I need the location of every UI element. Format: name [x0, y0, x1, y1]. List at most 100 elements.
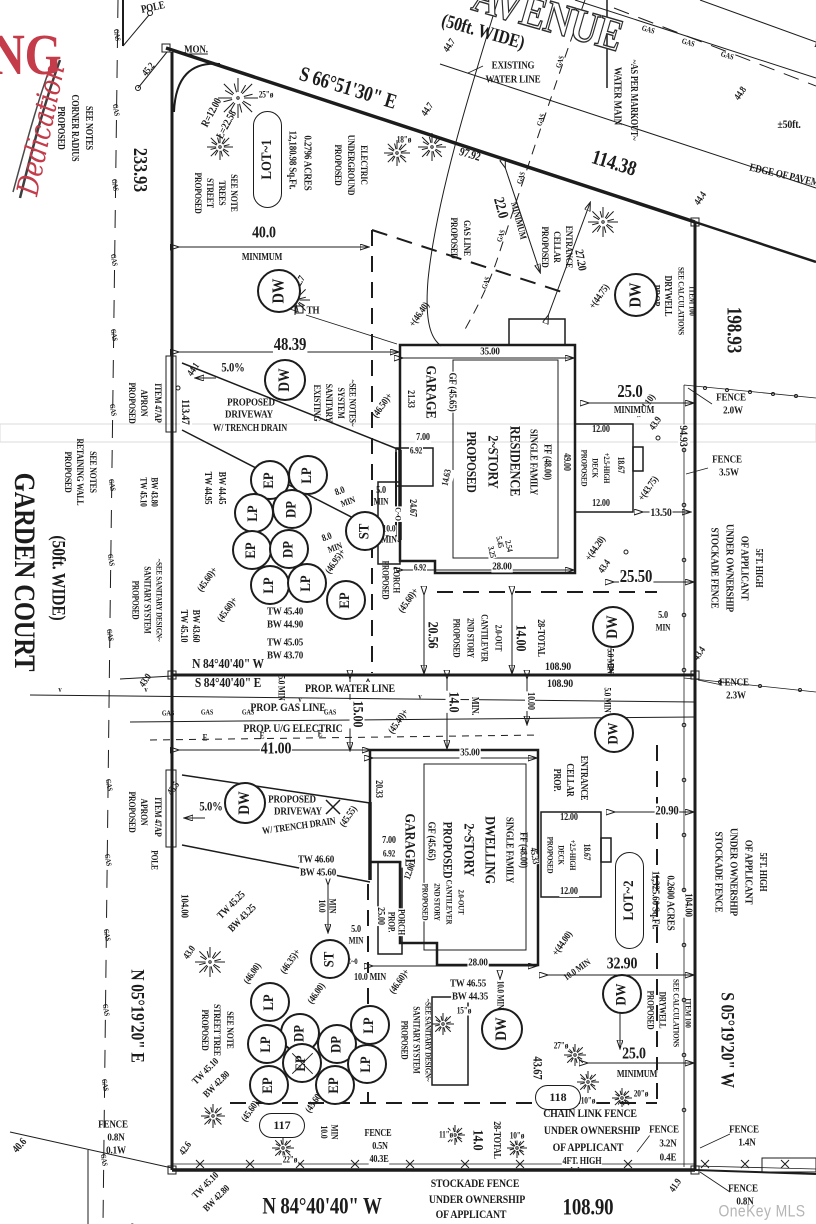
monument-icon	[167, 1165, 177, 1175]
street-tree-circle-st1: ST	[345, 511, 385, 551]
fence-08b-2: 0.8N	[736, 1195, 754, 1208]
dim-10-00: 10.00	[525, 691, 536, 711]
gas-left-6: GAS	[107, 403, 119, 417]
drywell1-4: ITEM 100	[687, 286, 698, 316]
garage2-gf: GF (45.65)	[425, 820, 438, 862]
cellar2-2: CELLAR	[564, 762, 575, 798]
dim-113-47: 113.47	[179, 398, 193, 426]
residence-5: FF (48.00)	[541, 444, 553, 480]
setback-dashed-lines	[230, 229, 658, 1104]
gas-mid-2: GAS	[200, 707, 214, 717]
tw-45-10a: TW 45.10	[138, 477, 149, 507]
lot2-area-acres: 0.2600 ACRES	[664, 875, 677, 931]
street-trees-1: PROPOSED	[191, 172, 202, 214]
pole-circle-lp2: LP	[234, 493, 274, 533]
dimension-arrow-icon	[505, 167, 540, 272]
drywell2-2: DRYWELL	[657, 991, 668, 1029]
dim-41-00: 41.00	[259, 738, 293, 758]
sanitary2-1: PROPOSED	[399, 1020, 410, 1060]
chainlink-1: CHAIN LINK FENCE	[542, 1106, 638, 1120]
pole-circle-ep4: EP	[282, 1043, 322, 1083]
e-mark-1: E	[202, 732, 208, 743]
pole-circle-lp4: LP	[287, 563, 327, 603]
stockade3-3: OF APPLICANT	[434, 1207, 508, 1221]
pole-circle-dp2: DP	[269, 529, 309, 569]
street-tree2-1: PROPOSED	[198, 1009, 209, 1051]
fence-lines	[172, 384, 816, 1173]
corner-radius-2: CORNER RADIUS	[69, 94, 80, 162]
deck1-12a: 12.00	[591, 424, 611, 435]
residence-2: 2~STORY	[484, 435, 501, 489]
drywell2-3: SEE CALCULATIONS	[671, 979, 682, 1047]
grade-2: 5.0%	[199, 798, 223, 814]
garage2-label: GARAGE	[401, 812, 418, 868]
pole-circle-dp1: DP	[272, 489, 312, 529]
tree-icon	[207, 134, 233, 160]
min-25-0b: MINIMUM	[616, 1069, 658, 1080]
min-10-1a: 10.0	[381, 524, 397, 535]
bw-43-80: BW 43.80	[149, 477, 160, 507]
bearing-bottom: N 84°40'40" W	[261, 1193, 383, 1219]
min-10-4b: MIN	[327, 898, 338, 914]
dim-104-00l: 104.00	[178, 893, 191, 919]
test-hole-marker-icon	[295, 305, 304, 314]
pole-circle-lp2-label: LP	[245, 504, 262, 522]
fence-x-mark-icon	[245, 1159, 255, 1169]
sanitary-left-3: ~SEE SANITARY DESIGN~	[154, 558, 165, 642]
sanitary2-2: SANITARY SYSTEM	[411, 1006, 422, 1074]
gas-left-8: GAS	[105, 553, 117, 567]
gas-service-line	[462, 0, 586, 334]
dim-28-total-2: 28-TOTAL	[491, 1120, 502, 1160]
fence-08a-3: 0.1W	[106, 1144, 126, 1157]
drywell-circle-2-label: DW	[276, 368, 293, 392]
water-main-2: ~AS PER MARKOUT~	[628, 59, 639, 141]
existing-water-2: WATER LINE	[485, 73, 541, 86]
tree-size-22: 22"ø	[281, 1154, 299, 1165]
pole-circle-ep3: EP	[326, 580, 366, 620]
ex-sanitary-1: EXISTING	[310, 384, 321, 422]
pole-circle-ep2: EP	[232, 530, 272, 570]
gas-mid-3: GAS	[241, 707, 255, 717]
min-10-6b: MIN	[329, 1124, 340, 1140]
bw-44-90: BW 44.90	[266, 618, 304, 631]
prop-water: PROP. WATER LINE	[304, 681, 396, 695]
porch2-1: PROP.	[386, 910, 397, 934]
residence-3: RESIDENCE	[506, 425, 523, 497]
monument-icon	[161, 43, 171, 53]
pole-circle-dp1-label: DP	[283, 500, 300, 518]
min-5-5b: MIN	[348, 935, 364, 946]
dwelling-1: PROPOSED	[440, 821, 456, 879]
bearing-mid-s: S 84°40'40" E	[194, 676, 262, 691]
fence-x-mark-icon	[515, 1159, 525, 1169]
drywell2-4: ITEM 100	[683, 998, 694, 1028]
street-lines	[9, 0, 816, 1224]
garage1-label: GARAGE	[422, 364, 439, 420]
deck1-12b: 12.00	[591, 498, 611, 509]
gas-main-left-line	[102, 0, 119, 1224]
e-mark-2: E	[259, 730, 265, 741]
pole-circle-lp6: LP	[247, 1024, 287, 1064]
stockade3-2: UNDER OWNERSHIP	[428, 1192, 526, 1206]
tree-icon	[384, 140, 410, 166]
existing-water-1: EXISTING	[491, 59, 535, 72]
gas-mid-1: GAS	[161, 708, 175, 718]
pole-marker-icon	[147, 10, 153, 16]
fence-35-1: FENCE	[712, 453, 742, 466]
street-tree2-3: SEE NOTE	[223, 1011, 234, 1049]
chainlink-3: OF APPLICANT	[551, 1140, 625, 1154]
gas-left-9: GAS	[104, 628, 116, 642]
min-14-0a: MIN.	[469, 696, 480, 716]
chainlink-4: 4FT. HIGH	[561, 1156, 603, 1167]
pavement-hatch-strip	[761, 1157, 816, 1173]
pole-circle-ep6-label: EP	[326, 1076, 343, 1094]
fence-14-1: FENCE	[729, 1123, 759, 1136]
bw-43-60: BW 43.60	[190, 609, 201, 643]
el-45-33: 45.33	[526, 846, 541, 866]
min-5-3: 5.0 MIN	[605, 648, 616, 674]
lot2-badge: LOT~2	[614, 851, 644, 949]
pole-circle-ep5: EP	[249, 1065, 289, 1105]
prop-gas-top-1: PROPOSED	[447, 217, 458, 259]
driveway1-2: DRIVEWAY	[225, 408, 273, 421]
co-2: C~0	[345, 957, 359, 966]
